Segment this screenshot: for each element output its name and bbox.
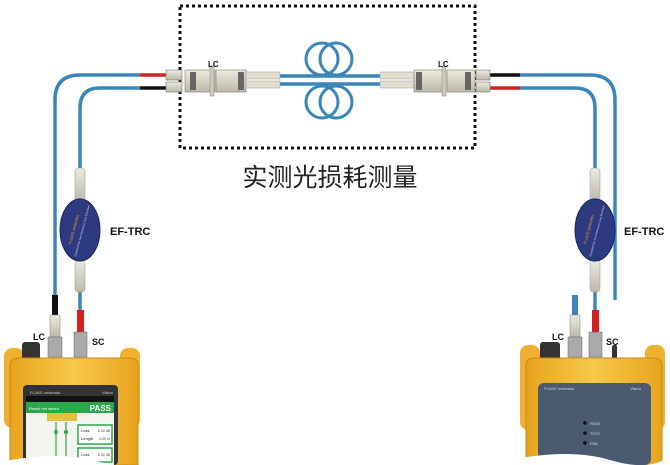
left-ef-trc-cord: FLUKE networks Encircled Flux Test Refer…	[59, 167, 101, 293]
left-ef-trc-label: EF-TRC	[110, 226, 150, 238]
right-ef-trc-label: EF-TRC	[624, 226, 664, 238]
left-device-model: Vision	[102, 390, 113, 395]
left-lc-connector	[165, 65, 281, 97]
left-fiber-cables	[53, 73, 168, 310]
screen-row-2-label: Loss	[81, 452, 89, 457]
left-tester-device: FLUKE networks Vision Result not saved P…	[0, 342, 160, 465]
left-box-lc-label: LC	[208, 60, 219, 69]
right-lc-connector	[379, 65, 491, 97]
screen-row-1-label: Length	[81, 436, 93, 441]
led-test-label: TEST	[590, 431, 601, 436]
right-box-lc-label: LC	[438, 60, 449, 69]
right-remote-device: FLUKE networks Vision PASS TEST FAIL	[510, 342, 670, 465]
test-led-icon	[583, 431, 587, 435]
left-sc-port-label: SC	[92, 337, 105, 347]
screen-result: PASS	[90, 404, 112, 413]
left-device-screen: Result not saved PASS Loss 0.00 dB Lengt…	[26, 396, 114, 465]
fail-led-icon	[583, 441, 587, 445]
screen-row-2-value: 0.00 dB	[98, 453, 111, 457]
left-device-plugs	[47, 295, 88, 358]
right-fiber-cables	[488, 73, 617, 310]
right-sc-port-label: SC	[606, 337, 619, 347]
left-lc-port-label: LC	[33, 332, 45, 342]
caption: 实测光损耗测量	[242, 163, 417, 192]
led-pass-label: PASS	[590, 421, 601, 426]
right-device-plugs	[567, 295, 603, 358]
right-device-model: Vision	[630, 386, 641, 391]
led-fail-label: FAIL	[590, 441, 599, 446]
right-lc-port-label: LC	[552, 332, 564, 342]
screen-row-0-label: Loss	[81, 428, 89, 433]
fiber-spool-icon	[280, 41, 390, 120]
left-device-brand: FLUKE networks	[30, 390, 60, 395]
pass-led-icon	[583, 421, 587, 425]
right-device-brand: FLUKE networks	[544, 386, 574, 391]
screen-row-0-value: 0.00 dB	[98, 429, 111, 433]
screen-row-1-value: 0.00 m	[99, 437, 110, 441]
right-ef-trc-cord: FLUKE networks Encircled Flux Test Refer…	[574, 167, 616, 293]
screen-status: Result not saved	[29, 406, 59, 411]
